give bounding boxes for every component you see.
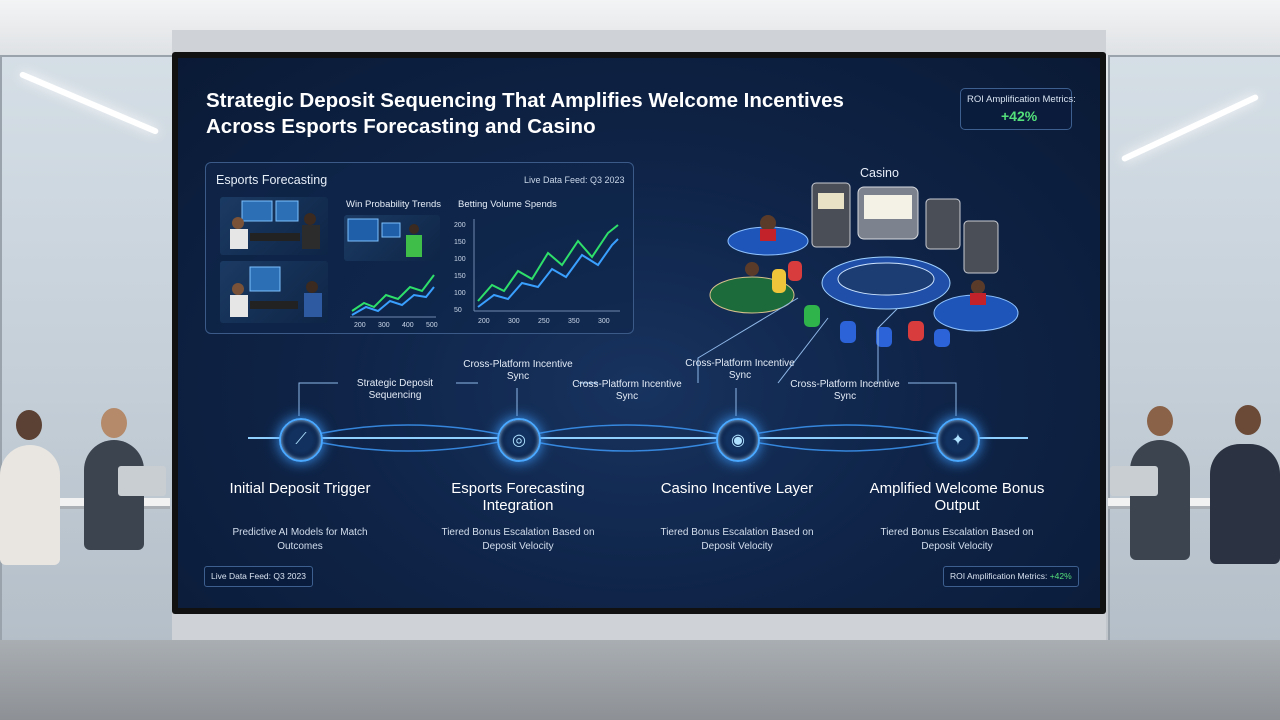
y-tick-label: 50 [454,307,462,314]
x-tick-label: 350 [568,318,580,325]
floor [0,640,1280,720]
chart-node-icon: ⟋ [295,431,307,448]
stage-node-casino[interactable]: ◉ [716,418,760,462]
connector-line [777,317,829,384]
person-head [1235,405,1261,435]
analysts-photo [220,197,328,255]
chip-node-icon: ◉ [731,432,745,449]
flow-wave [516,424,737,439]
flow-wave [298,424,518,439]
roi-metric-label: ROI Amplification Metrics: [967,94,1076,105]
glass-wall-left [0,55,174,659]
trend-line [351,274,435,312]
footer-feed-label: Live Data Feed: Q3 2023 [204,566,313,587]
stage-title: Initial Deposit Trigger [229,480,371,497]
win-probability-title: Win Probability Trends [346,199,442,210]
y-tick-label: 100 [454,256,466,263]
roi-metric-value: +42% [1001,108,1038,124]
flow-wave [516,437,737,452]
footer-roi-label: ROI Amplification Metrics: [950,571,1048,581]
casino-illustration [709,182,1019,347]
footer-roi-badge: ROI Amplification Metrics: +42% [943,566,1079,587]
stage-title: Esports Forecasting Integration [451,480,585,514]
connector-label: Cross-Platform Incentive Sync [572,379,682,402]
x-tick-label: 250 [538,318,550,325]
analysts-photo [220,261,328,323]
x-tick-label: 300 [508,318,520,325]
laptop [118,466,166,496]
betting-volume-chart: 200 150 100 150 100 50 200 300 250 350 300 [454,219,620,325]
trend-line [477,238,619,308]
stage-subtitle: Predictive AI Models for Match Outcomes [232,527,368,552]
person-head [101,408,127,438]
person [1130,440,1190,560]
connector-label: Strategic Deposit Sequencing [356,378,434,401]
glass-wall-right [1108,55,1280,659]
trend-line [351,286,435,316]
stage-title: Amplified Welcome Bonus Output [869,480,1045,514]
laptop [1110,466,1158,496]
stage-subtitle: Tiered Bonus Escalation Based on Deposit… [880,527,1034,552]
analysts-illustration [230,200,320,249]
esports-panel-title: Esports Forecasting [216,173,328,187]
x-tick-label: 200 [354,322,366,329]
roi-metric-badge: ROI Amplification Metrics: +42% [960,88,1076,130]
y-tick-label: 150 [454,239,466,246]
flow-wave [735,437,957,452]
slide-title-line-2: Across Esports Forecasting and Casino [206,115,596,138]
bonus-node-icon: ✦ [951,432,965,449]
betting-volume-title: Betting Volume Spends [458,199,557,210]
connector-line [298,382,338,416]
stage-title: Casino Incentive Layer [660,480,814,497]
flow-connectors [248,297,1028,452]
dashboard-illustration [347,218,422,257]
y-tick-label: 100 [454,290,466,297]
person-head [16,410,42,440]
dashboard-photo [344,215,440,261]
slide-title-line-1: Strategic Deposit Sequencing That Amplif… [206,89,844,112]
casino-title: Casino [860,166,899,180]
connector-label: Cross-Platform Incentive Sync [685,358,795,381]
stage-node-esports[interactable]: ◎ [497,418,541,462]
win-probability-chart: 200 300 400 500 [350,274,438,329]
connector-label: Cross-Platform Incentive Sync [790,379,900,402]
flow-wave [298,437,518,452]
connector-line [908,382,957,416]
stage-subtitle: Tiered Bonus Escalation Based on Deposit… [660,527,814,552]
x-tick-label: 200 [478,318,490,325]
person [1210,444,1280,564]
esports-forecasting-panel: Esports Forecasting Live Data Feed: Q3 2… [205,162,634,334]
y-tick-label: 150 [454,273,466,280]
person [0,445,60,565]
x-tick-label: 500 [426,322,438,329]
x-tick-label: 300 [598,318,610,325]
flow-wave [735,424,957,439]
desk [1108,498,1280,509]
target-node-icon: ◎ [512,432,526,449]
trend-line [477,224,619,302]
slide-title: Strategic Deposit Sequencing That Amplif… [206,88,886,140]
connector-label: Cross-Platform Incentive Sync [463,359,573,382]
y-tick-label: 200 [454,222,466,229]
analysts-illustration [230,266,322,317]
connector-line [697,297,799,383]
stage-subtitle: Tiered Bonus Escalation Based on Deposit… [441,527,595,552]
person-head [1147,406,1173,436]
esports-feed-label: Live Data Feed: Q3 2023 [524,175,625,185]
x-tick-label: 300 [378,322,390,329]
footer-roi-value: +42% [1049,571,1072,581]
stage-node-initial-deposit[interactable]: ⟋ [279,418,323,462]
connector-line [877,307,899,383]
stage-node-bonus[interactable]: ✦ [936,418,980,462]
presentation-slide: Strategic Deposit Sequencing That Amplif… [178,58,1100,608]
x-tick-label: 400 [402,322,414,329]
